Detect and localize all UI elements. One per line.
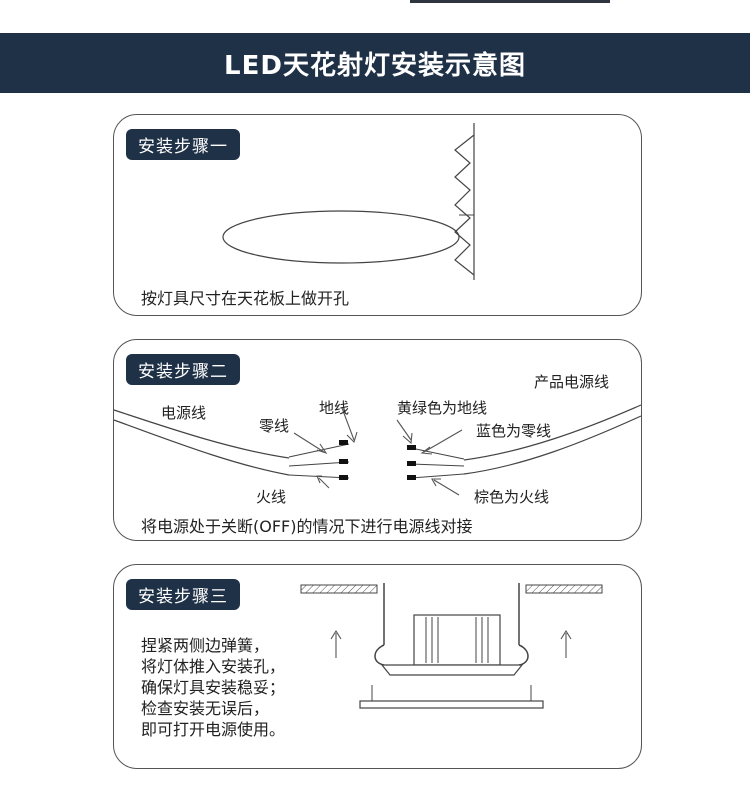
label-live: 火线 [256, 488, 287, 506]
label-ground: 地线 [319, 399, 350, 417]
step1-card: 安装步骤一 按灯具尺寸在天花板上做开孔 [113, 114, 642, 316]
instruction-line: 捏紧两侧边弹簧， [141, 636, 270, 655]
label-neutral: 零线 [259, 417, 290, 435]
label-blue-neutral: 蓝色为零线 [476, 422, 552, 440]
instruction-line: 将灯体推入安装孔， [141, 657, 286, 676]
label-power-line: 电源线 [161, 404, 207, 422]
wiring-illustration [113, 404, 642, 496]
label-product-line: 产品电源线 [534, 373, 610, 391]
page-title: LED天花射灯安装示意图 [224, 50, 526, 81]
step1-tag: 安装步骤一 [126, 129, 240, 160]
label-yellow-green-ground: 黄绿色为地线 [397, 399, 488, 417]
spring-mount-illustration [300, 583, 603, 709]
step2-caption: 将电源处于关断(OFF)的情况下进行电源线对接 [141, 517, 473, 536]
header-banner: LED天花射灯安装示意图 [0, 33, 750, 93]
step3-instructions: 捏紧两侧边弹簧， 将灯体推入安装孔， 确保灯具安装稳妥； 检查安装无误后， 即可… [141, 635, 285, 740]
top-divider-line [410, 0, 610, 3]
step3-card: 安装步骤三 捏紧两侧边弹簧， 将灯体推入安装孔， 确保灯具安装稳妥； 检查安装无… [113, 564, 642, 769]
step3-tag: 安装步骤三 [126, 579, 240, 610]
instruction-line: 即可打开电源使用。 [141, 720, 286, 739]
ceiling-hole-illustration [222, 123, 475, 280]
step2-card: 安装步骤二 电源线 零线 地线 火线 产品电源线 黄绿色为地线 蓝 [113, 339, 642, 541]
step1-caption: 按灯具尺寸在天花板上做开孔 [141, 289, 350, 308]
instruction-line: 确保灯具安装稳妥； [141, 678, 286, 697]
instruction-line: 检查安装无误后， [141, 699, 270, 718]
step2-tag: 安装步骤二 [126, 354, 240, 385]
label-brown-live: 棕色为火线 [474, 488, 550, 506]
